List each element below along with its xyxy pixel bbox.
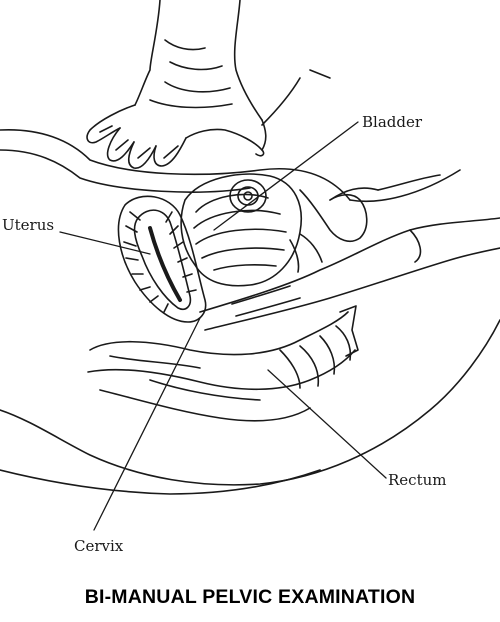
rectum-label: Rectum (388, 471, 447, 489)
anatomy-illustration (0, 0, 500, 531)
bladder-label: Bladder (362, 113, 423, 131)
upper-hand (86, 0, 331, 169)
body-contour (0, 319, 500, 495)
bladder-leader-line (213, 121, 359, 231)
uterus-organ (117, 195, 207, 323)
rectum-leader-line (267, 369, 387, 479)
uterus-leader-line (59, 231, 151, 255)
uterus-label: Uterus (2, 216, 55, 234)
leader-lines (59, 121, 387, 531)
lower-hand (199, 174, 500, 331)
rectum-organ (87, 305, 359, 422)
cervix-label: Cervix (74, 537, 124, 555)
figure-title: BI-MANUAL PELVIC EXAMINATION (84, 586, 416, 608)
cervix-leader-line (93, 317, 201, 531)
bladder-organ (180, 173, 302, 287)
abdominal-wall (0, 128, 461, 203)
